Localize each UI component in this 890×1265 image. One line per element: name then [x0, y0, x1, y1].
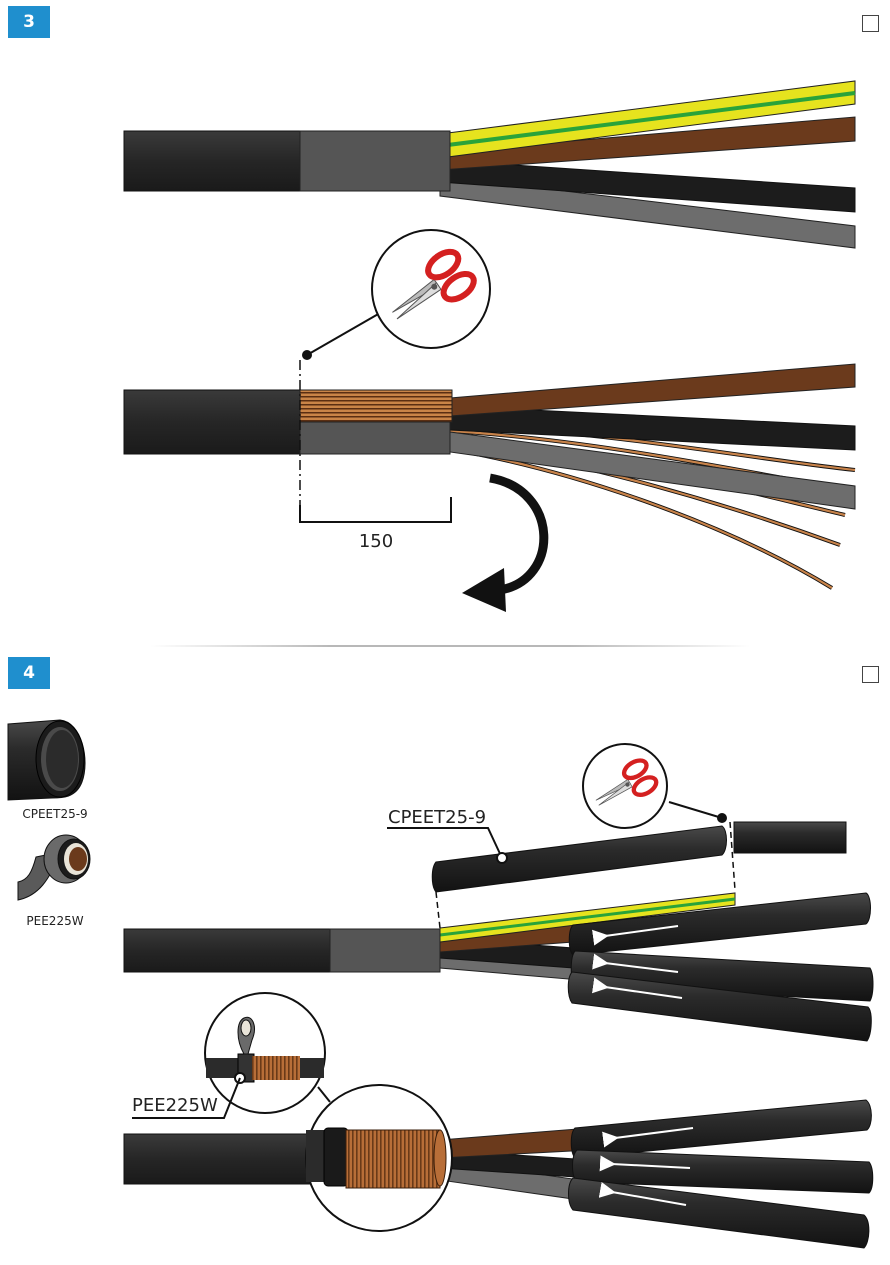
scissors-icon — [595, 758, 659, 806]
slide-arrow-4 — [602, 1127, 694, 1148]
green-stripe — [439, 91, 856, 148]
tube-offcut — [733, 821, 847, 854]
step3-cable-top — [123, 80, 856, 249]
slide-arrow-1 — [592, 925, 679, 946]
dimension-bracket — [299, 497, 452, 523]
brown-wire-b — [449, 363, 856, 417]
inner-sheath-b — [299, 421, 451, 455]
heat-shrink-tubes-bottom — [568, 1099, 874, 1249]
copper-screen — [299, 389, 453, 423]
step3-cable-bottom: 150 — [123, 360, 856, 612]
step-4-badge: 4 — [8, 657, 50, 689]
inner-sheath — [299, 130, 451, 192]
legend-tube-icon — [7, 719, 86, 801]
step-3-badge: 3 — [8, 6, 50, 38]
legend-tape-icon — [17, 834, 91, 901]
heat-shrink-tubes-top — [567, 892, 874, 1042]
tape-callout-label: PEE225W — [132, 1095, 218, 1116]
legend-tape-label: PEE225W — [26, 914, 83, 928]
slide-arrow-6 — [598, 1182, 687, 1206]
fold-back-arrow — [489, 473, 549, 595]
step-divider — [150, 645, 750, 647]
slide-arrow-5 — [599, 1155, 691, 1172]
step-4-checkbox[interactable] — [862, 666, 879, 683]
step3-scissors-callout — [302, 229, 491, 360]
step4-scissors-callout — [582, 743, 727, 829]
step-3-number: 3 — [23, 12, 35, 32]
dimension-label: 150 — [359, 531, 393, 552]
tube-callout-label: CPEET25-9 — [388, 807, 486, 828]
step-3-checkbox[interactable] — [862, 15, 879, 32]
tape-zoom-large — [305, 1084, 453, 1232]
slide-arrow-2 — [592, 953, 679, 973]
slide-arrow-3 — [591, 977, 683, 999]
fold-arrow-head — [462, 568, 506, 612]
tube-cpeet25-9 — [431, 825, 727, 893]
outer-sheath-b — [123, 389, 305, 455]
tape-zoom-small: PEE225W — [132, 992, 331, 1119]
legend-tube-label: CPEET25-9 — [22, 807, 87, 821]
scissors-icon — [392, 248, 477, 320]
outer-sheath — [123, 130, 305, 192]
step4-cable-bottom — [123, 1099, 874, 1249]
step4-cable-top: CPEET25-9 — [123, 807, 874, 1042]
step-4-number: 4 — [23, 663, 35, 683]
